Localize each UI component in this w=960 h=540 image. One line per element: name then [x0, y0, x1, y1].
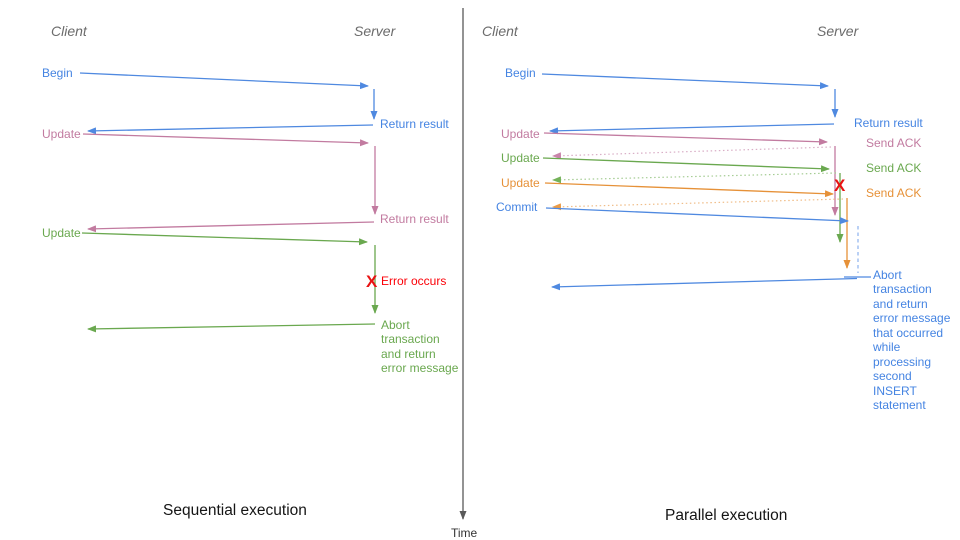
- left-begin-arrow: [79, 72, 369, 90]
- left-update-2-label: Update: [42, 226, 81, 240]
- right-abort-line: statement: [873, 398, 926, 412]
- right-client-header: Client: [482, 23, 519, 39]
- left-abort-line: Abort: [381, 318, 410, 332]
- left-return-result-1-arrow: [87, 124, 374, 135]
- left-error-occurs-label: Error occurs: [381, 274, 446, 288]
- left-server-header: Server: [354, 23, 397, 39]
- right-send-ack-3-arrow: [552, 198, 844, 211]
- left-abort-line: error message: [381, 361, 459, 375]
- left-update-2-arrow: [81, 232, 368, 246]
- right-server-header: Server: [817, 23, 860, 39]
- left-abort-line: transaction: [381, 332, 440, 346]
- right-abort-line: Abort: [873, 268, 902, 282]
- right-commit-arrow: [545, 207, 849, 225]
- right-abort-line: while: [872, 340, 901, 354]
- right-send-ack-1-arrow: [552, 146, 832, 160]
- right-abort-arrow: [551, 277, 858, 291]
- left-return-result-2-arrow: [87, 221, 375, 233]
- right-update-2-arrow: [542, 157, 830, 173]
- right-update-1-arrow: [543, 132, 828, 146]
- right-error-x-icon: X: [834, 176, 846, 195]
- right-update-3-arrow: [544, 182, 834, 198]
- right-begin-label: Begin: [505, 66, 536, 80]
- right-abort-line: INSERT: [873, 384, 917, 398]
- time-axis-label: Time: [451, 526, 478, 540]
- left-diagram-title: Sequential execution: [163, 502, 307, 519]
- right-update-1-label: Update: [501, 127, 540, 141]
- right-send-ack-2-arrow: [552, 172, 837, 184]
- left-return-result-2-label: Return result: [380, 212, 449, 226]
- right-diagram-title: Parallel execution: [665, 507, 787, 524]
- left-abort-line: and return: [381, 347, 436, 361]
- left-abort-arrow: [87, 323, 376, 333]
- right-abort-line: error message: [873, 311, 951, 325]
- right-abort-line: transaction: [873, 282, 932, 296]
- right-return-result-arrow: [549, 123, 835, 135]
- right-abort-line: processing: [873, 355, 931, 369]
- right-send-ack-2-label: Send ACK: [866, 161, 921, 175]
- right-send-ack-3-label: Send ACK: [866, 186, 921, 200]
- left-begin-label: Begin: [42, 66, 73, 80]
- left-update-1-arrow: [82, 133, 369, 147]
- right-update-2-label: Update: [501, 151, 540, 165]
- right-send-ack-1-label: Send ACK: [866, 136, 921, 150]
- left-client-header: Client: [51, 23, 88, 39]
- left-return-result-1-label: Return result: [380, 117, 449, 131]
- right-abort-line: that occurred: [873, 326, 943, 340]
- right-commit-label: Commit: [496, 200, 538, 214]
- right-update-3-label: Update: [501, 176, 540, 190]
- right-abort-line: and return: [873, 297, 928, 311]
- right-begin-arrow: [541, 73, 829, 90]
- left-update-1-label: Update: [42, 127, 81, 141]
- right-abort-line: second: [873, 369, 912, 383]
- right-return-result-label: Return result: [854, 116, 923, 130]
- left-error-x-icon: X: [366, 272, 378, 291]
